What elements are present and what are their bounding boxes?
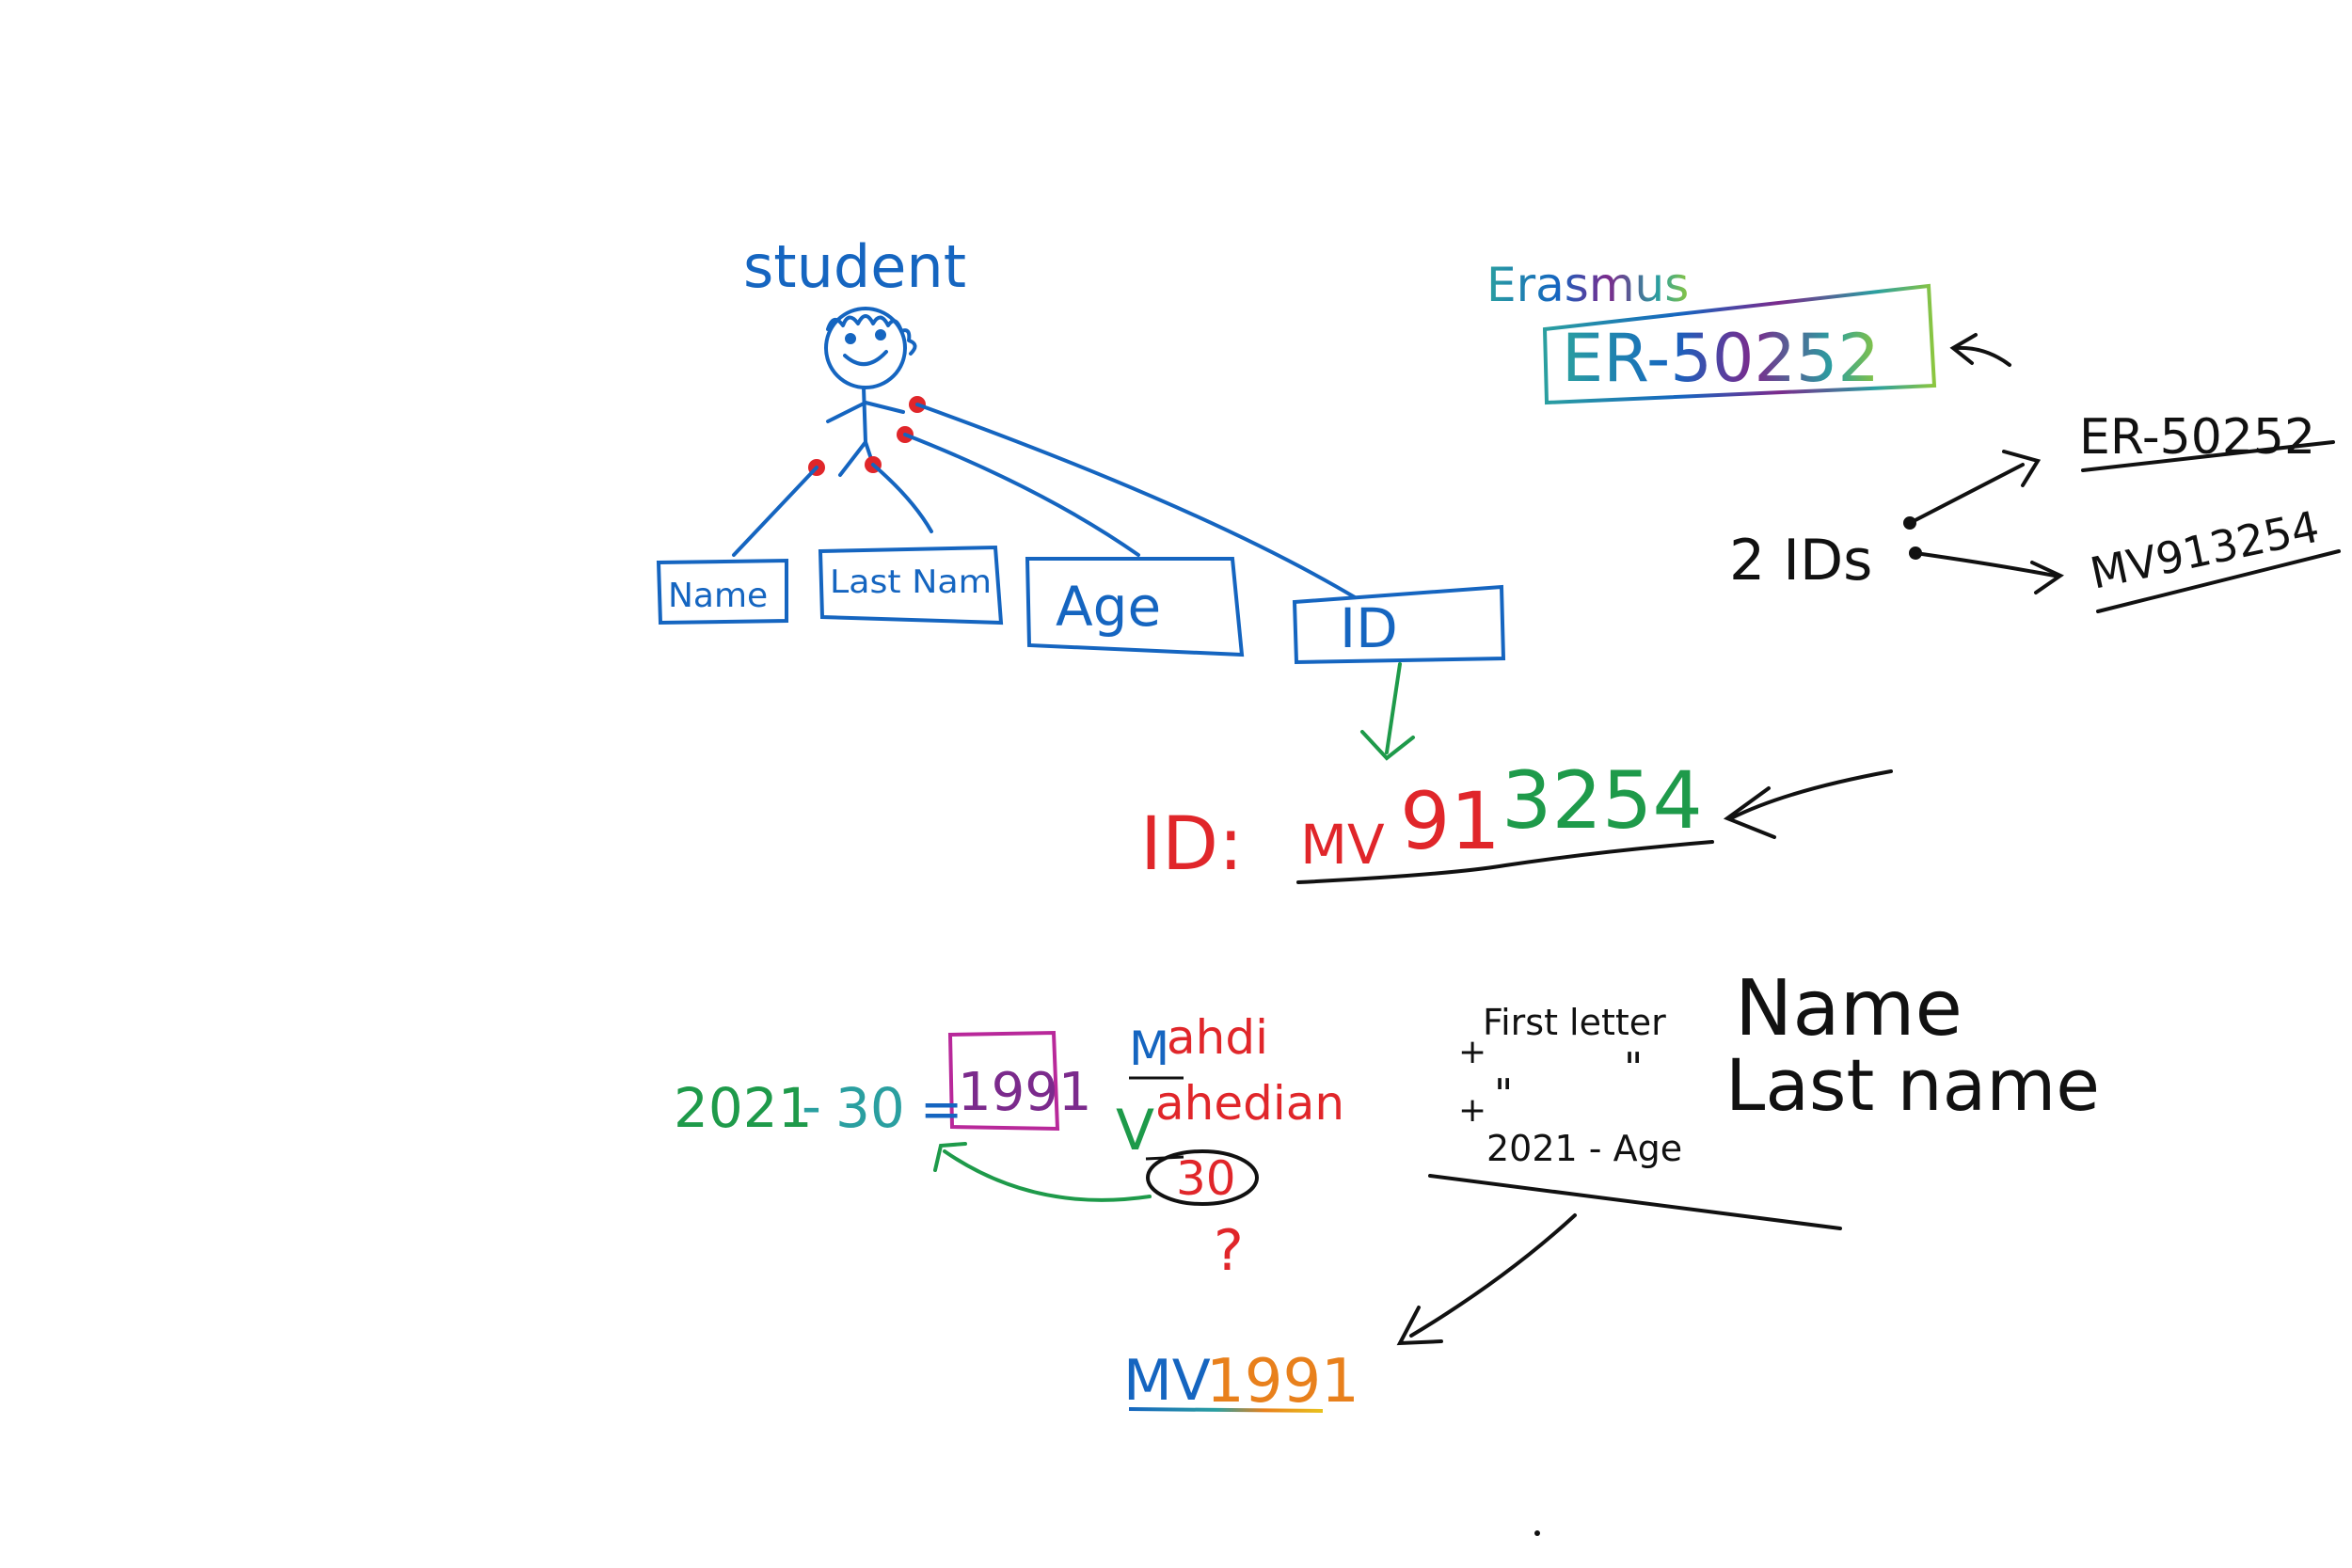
formula-line2-target: Last name (1725, 1043, 2100, 1127)
age-question: ? (1214, 1218, 1244, 1284)
student-title: student (743, 232, 966, 301)
formula-line2-prefix: " (1494, 1070, 1513, 1118)
formula-line1-target: Name (1735, 964, 1963, 1053)
formula-line2-suffix: " (1624, 1044, 1643, 1092)
formula-arrow (1396, 1213, 1577, 1346)
name-box (656, 558, 788, 626)
erasmus-label: Erasmus (1486, 258, 1689, 312)
calc-equals: = (920, 1080, 962, 1139)
last-initial: V (1116, 1098, 1154, 1164)
calc-year: 2021 (674, 1076, 813, 1140)
student-connectors (732, 403, 1357, 599)
student-figure (824, 307, 917, 477)
field-age-label: Age (1056, 575, 1161, 639)
id-pointer-arrow (1723, 769, 1893, 839)
two-ids-first: ER-50252 (2079, 409, 2315, 466)
id-underline (1296, 840, 1714, 884)
last-initial-underline (1145, 1155, 1184, 1161)
hair-curls (826, 314, 917, 356)
head (824, 307, 907, 389)
first-initial: M (1129, 1022, 1169, 1076)
calc-result: 1991 (958, 1062, 1092, 1123)
age-to-calc-arrow (933, 1142, 1152, 1202)
calc-minus: - (802, 1074, 821, 1138)
field-name-label: Name (668, 577, 768, 615)
id-label: ID: (1140, 802, 1243, 887)
last-name-box (818, 545, 1004, 626)
calc-age: 30 (835, 1076, 905, 1140)
last-rest: ahedian (1155, 1076, 1344, 1131)
field-last-name-label: Last Nam (830, 563, 992, 601)
formula-underline (1428, 1174, 1842, 1230)
formula-plus-1: + (1458, 1033, 1486, 1071)
calc-result-box (947, 1030, 1060, 1132)
erasmus-code: ER-50252 (1562, 320, 1880, 397)
id-box (1292, 584, 1506, 665)
formula-line1-prefix: First letter (1483, 1002, 1666, 1043)
field-id-label: ID (1340, 596, 1398, 660)
id-down-arrow (1360, 662, 1415, 761)
body (862, 386, 867, 444)
attribute-boxes (656, 545, 1506, 665)
formula-line3: 2021 - Age (1486, 1128, 1682, 1169)
age-box (1025, 557, 1245, 657)
result-id-underline (1128, 1407, 1324, 1413)
erasmus-arrow (1949, 333, 2011, 367)
first-rest: ahdi (1167, 1010, 1268, 1065)
formula-plus-2: + (1458, 1091, 1486, 1130)
id-year-part: 91 (1400, 775, 1501, 867)
result-id-prefix: MV (1123, 1348, 1211, 1414)
id-prefix: MV (1300, 813, 1385, 877)
age-value: 30 (1176, 1151, 1236, 1206)
result-id-year: 1991 (1206, 1347, 1359, 1417)
stray-dot (1534, 1530, 1540, 1536)
two-ids-label: 2 IDs (1729, 528, 1872, 594)
two-ids-branches (1903, 440, 2341, 613)
erasmus-box (1542, 283, 1937, 405)
age-circle (1146, 1149, 1259, 1206)
id-number-part: 3254 (1502, 754, 1703, 847)
